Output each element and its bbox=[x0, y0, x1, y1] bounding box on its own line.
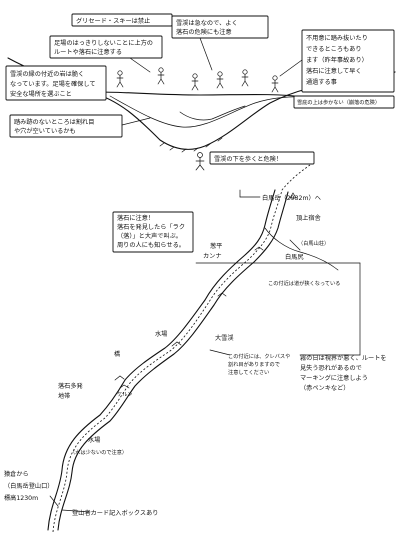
label-oyu: 大雪渓 bbox=[215, 334, 234, 342]
label-glissade: グリセード・スキーは禁止 bbox=[76, 17, 150, 25]
label-snowbridge: 雪渓は急なので、よく 落石の危険にも注意 bbox=[176, 19, 240, 36]
label-edge: 雪渓の縁の付近の岩は脆く なっています。足場を確保して 安全な場所を選ぶこと bbox=[10, 70, 97, 98]
label-kanna: カンナ bbox=[203, 253, 222, 260]
label-crevasse2: この付近には、クレバスや 割れ目がありますので 注意してください bbox=[228, 352, 292, 376]
label-mizu: 水場 bbox=[155, 330, 167, 338]
label-cornice: 雪庇の上は歩かない（崩落の危険） bbox=[297, 98, 380, 106]
label-traverse: 足場のはっきりしないことに上方の ルートや落石に注意する bbox=[54, 39, 155, 56]
hut-marker bbox=[289, 192, 297, 199]
snow-bowl bbox=[109, 95, 306, 128]
ridge-line bbox=[264, 227, 339, 271]
label-tozan: 登山者カード記入ボックスあり bbox=[72, 509, 158, 517]
label-unstable: 不用意に踏み抜いたり できるところもあり ます（昨年事故あり） 落石に注意して早… bbox=[306, 34, 370, 86]
snow-surface bbox=[94, 91, 306, 98]
label-suisho: 水場 bbox=[88, 436, 100, 444]
label-below: 雪渓の下を歩くと危険！ bbox=[214, 155, 282, 163]
label-hut: 頂上宿舎 bbox=[296, 214, 321, 222]
valley-left-edge bbox=[47, 189, 276, 531]
rock-marks bbox=[114, 246, 264, 389]
label-hutnote: （白馬山荘） bbox=[298, 239, 329, 247]
label-hashira: 橋 bbox=[114, 350, 121, 358]
label-rockfall: 落石に注意！ 落石を発見したら「ラク （落）」と大声で叫ぶ。 周りの人にも知らせ… bbox=[117, 214, 187, 249]
label-suishonote: （水は少ないので注意） bbox=[70, 448, 127, 456]
label-peak: 白馬岳（2932m）へ bbox=[262, 194, 321, 202]
route-map: 白馬岳（2932m）へ 頂上宿舎 （白馬山荘） 落石に注意！ 落石を発見したら「… bbox=[4, 164, 389, 533]
label-hakuba-jiri: 白馬尻 bbox=[285, 253, 304, 261]
label-kaiyo: 落石多発 地帯 bbox=[58, 382, 85, 400]
hiking-trail bbox=[52, 164, 311, 533]
crevasse-line bbox=[179, 105, 246, 121]
climber-figures bbox=[116, 67, 279, 171]
label-fog: 霧の日は視界が悪く、ルートを 見失う恐れがあるので マーキングに注意しよう （赤… bbox=[300, 354, 389, 392]
label-sanzan: 猿倉から （白馬岳登山口） 標高1230m bbox=[4, 470, 55, 502]
label-uneven: この付近は道が狭くなっている bbox=[268, 279, 340, 287]
valley-cross-section: グリセード・スキーは禁止 足場のはっきりしないことに上方の ルートや落石に注意す… bbox=[5, 13, 396, 171]
slope-hatch bbox=[159, 137, 223, 153]
valley-right-edge bbox=[57, 191, 289, 531]
label-crevasse: 踏み跡のないところは割れ目 や穴が空いているかも bbox=[14, 118, 96, 135]
label-uturu: ケルン bbox=[117, 391, 132, 398]
label-katsu: 葱平 bbox=[210, 242, 222, 250]
